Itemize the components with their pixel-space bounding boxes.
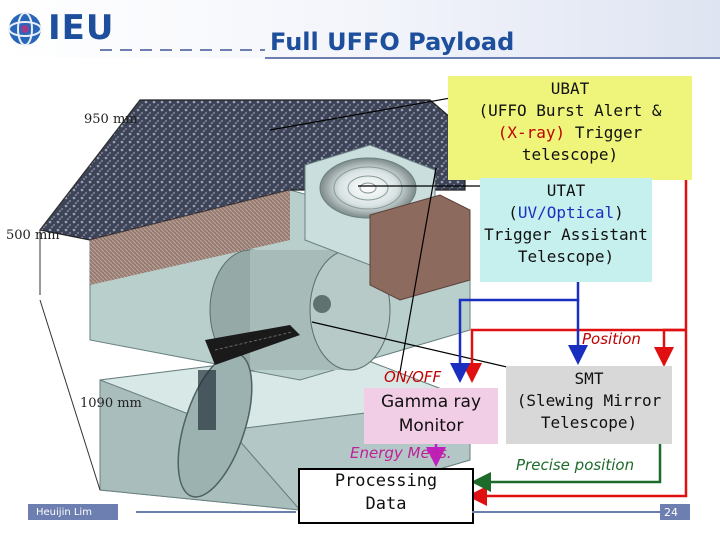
grm-line1: Gamma ray: [381, 392, 481, 412]
ubat-line4: telescope): [521, 145, 619, 164]
dimension-height: 500 mm: [6, 228, 60, 243]
ubat-line2: (UFFO Burst Alert &: [478, 101, 662, 120]
grm-line2: Monitor: [398, 416, 464, 436]
utat-line3: Trigger Assistant: [484, 225, 648, 244]
utat-box: UTAT (UV/Optical) Trigger Assistant Tele…: [480, 178, 652, 282]
ubat-title: UBAT: [550, 79, 590, 98]
footer-author: Heuijin Lim: [32, 506, 96, 519]
utat-title: UTAT: [546, 181, 586, 200]
utat-uv-highlight: UV/Optical: [517, 203, 615, 222]
utat-line4: Telescope): [517, 247, 615, 266]
utat-line2: (UV/Optical): [480, 202, 652, 224]
smt-title: SMT: [574, 369, 604, 388]
dimension-width: 950 mm: [84, 112, 138, 127]
logo-text: IEU: [48, 8, 115, 48]
utat-line2-open: (: [508, 203, 518, 222]
processing-data-box: Processing Data: [298, 468, 474, 524]
position-label: Position: [582, 330, 641, 348]
smt-line2: (Slewing Mirror: [516, 391, 662, 410]
smt-line3: Telescope): [540, 413, 638, 432]
precise-position-label: Precise position: [516, 456, 635, 474]
ubat-xray-highlight: (X-ray): [497, 123, 566, 142]
ubat-line3-rest: Trigger: [565, 123, 643, 142]
pd-line1: Processing: [334, 471, 438, 491]
ubat-line3: (X-ray) Trigger: [448, 122, 692, 144]
globe-logo-icon: [8, 12, 42, 46]
page-number: 24: [664, 506, 678, 519]
utat-line2-close: ): [614, 203, 624, 222]
page-title: Full UFFO Payload: [270, 28, 515, 56]
dimension-length: 1090 mm: [80, 396, 142, 411]
header-bar: [0, 0, 720, 59]
footer-bar: [28, 504, 690, 520]
energy-meas-label: Energy Meas.: [350, 444, 452, 462]
on-off-label: ON/OFF: [384, 368, 442, 386]
ubat-box: UBAT (UFFO Burst Alert & (X-ray) Trigger…: [448, 76, 692, 180]
smt-box: SMT (Slewing Mirror Telescope): [506, 366, 672, 444]
pd-line2: Data: [365, 494, 407, 514]
gamma-ray-monitor-box: Gamma ray Monitor: [364, 388, 498, 444]
